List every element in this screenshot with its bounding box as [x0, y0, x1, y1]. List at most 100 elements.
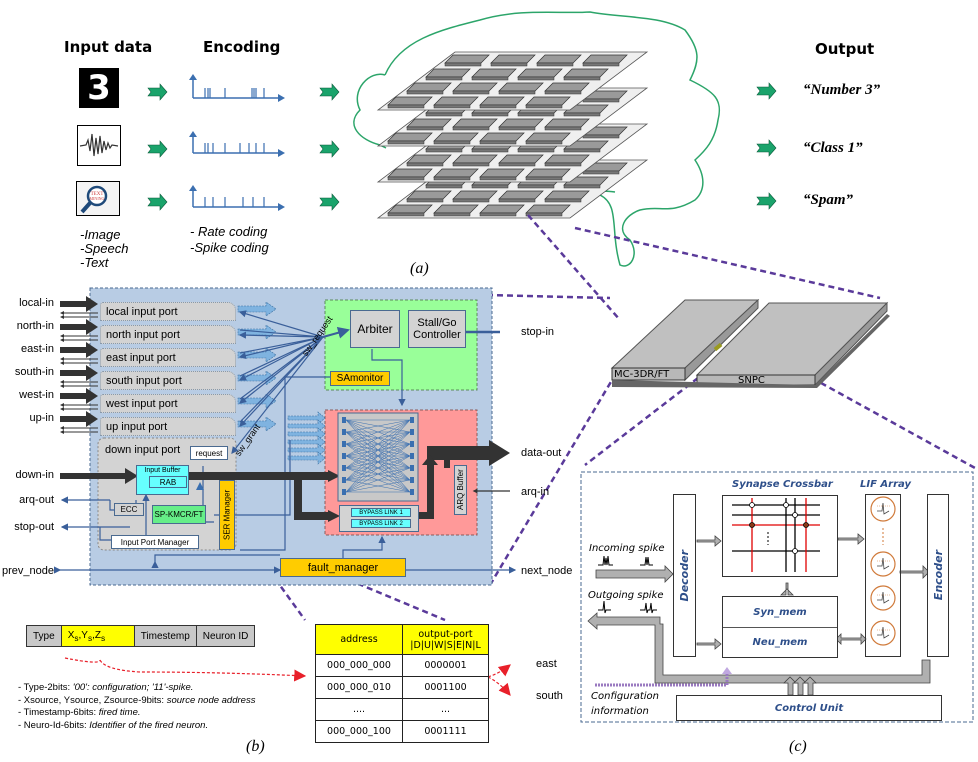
arrow-input-3	[147, 193, 168, 211]
router-node-edge	[582, 134, 620, 139]
crossbar-output-pin	[410, 489, 414, 495]
membrane-trace	[877, 557, 890, 570]
output-spam: “Spam”	[803, 192, 854, 208]
router-node-edge	[433, 176, 471, 181]
label-local-in: local-in	[19, 297, 54, 309]
arrow-input-1	[147, 83, 168, 101]
arrow-output-2	[756, 139, 777, 157]
crossbar-output-pin	[410, 453, 414, 459]
crossbar-wire	[345, 419, 411, 433]
crossbar-wire	[345, 419, 411, 481]
label-next-node: next_node	[521, 565, 573, 577]
caption-b: (b)	[246, 738, 265, 755]
header-output: Output	[815, 40, 875, 58]
router-node-edge	[479, 104, 517, 109]
lif-neurons	[870, 496, 896, 646]
router-node	[433, 132, 479, 142]
router-node	[544, 82, 590, 92]
crossbar-input-pin	[342, 477, 346, 483]
router-node-edge	[498, 162, 536, 167]
chip-label-router: MC-3DR/FT	[614, 369, 670, 380]
routing-table: address output-port|D|U|W|S|E|N|L 000_00…	[315, 624, 489, 743]
router-node-edge	[563, 76, 601, 81]
sp-kmcr-ft-block: SP-KMCR/FT	[152, 505, 206, 524]
input-port-manager-block: Input Port Manager	[111, 535, 199, 549]
encoding-type-rate: - Rate coding	[190, 224, 268, 239]
router-node	[479, 204, 525, 214]
label-up-in: up-in	[29, 412, 54, 424]
crossbar-input-pin	[342, 417, 346, 423]
router-node-edge	[498, 198, 536, 203]
membrane-trace	[877, 626, 890, 639]
layer-plane	[376, 51, 649, 111]
router-node-edge	[517, 148, 555, 153]
synapse-node	[749, 522, 755, 528]
router-node	[387, 96, 433, 106]
router-node-edge	[582, 170, 620, 175]
lif-array-box	[865, 494, 901, 657]
lif-neuron	[870, 585, 896, 611]
router-node	[471, 68, 517, 78]
input-type-image: -Image	[80, 227, 121, 242]
port-output-arrows	[237, 301, 326, 465]
synapse-node	[803, 522, 809, 528]
router-node	[444, 54, 490, 64]
destination-south: south	[536, 690, 563, 702]
label-west-in: west-in	[19, 389, 54, 401]
caption-a: (a)	[410, 260, 429, 277]
crossbar-input-pin	[342, 453, 346, 459]
arbiter-block: Arbiter	[350, 310, 400, 348]
router-node-edge	[387, 140, 425, 145]
configuration-info-label: Configuration information	[591, 691, 659, 717]
input-buffer-block: Input Buffer RAB	[136, 465, 189, 495]
sa-monitor-block: SAmonitor	[330, 371, 390, 386]
router-node	[479, 168, 525, 178]
note-timestamp: - Timestamp-6bits: fired time.	[18, 707, 141, 718]
lif-neuron	[870, 551, 896, 577]
output-class-1: “Class 1”	[803, 140, 863, 156]
crossbar-input-pin	[342, 429, 346, 435]
router-node-edge	[433, 104, 471, 109]
label-down-in: down-in	[15, 469, 54, 481]
label-prev-node: prev_node	[2, 565, 54, 577]
header-input-data: Input data	[64, 38, 153, 56]
speech-waveform-icon	[77, 125, 121, 166]
router-node-edge	[444, 62, 482, 67]
routing-lookup-arrows	[64, 657, 511, 696]
input-type-speech: -Speech	[80, 241, 129, 256]
router-node	[433, 168, 479, 178]
router-node-edge	[471, 148, 509, 153]
router-node-edge	[452, 90, 490, 95]
crossbar-wire	[345, 419, 411, 469]
router-node	[406, 154, 452, 164]
mesh-layer	[376, 51, 649, 111]
router-node-edge	[452, 126, 490, 131]
bypass-link-2: BYPASS LINK 2	[351, 519, 411, 528]
note-type: - Type-2bits: '00': configuration; '11'-…	[18, 682, 194, 693]
router-node	[406, 190, 452, 200]
crossbar-output-pin	[410, 441, 414, 447]
router-node-edge	[406, 198, 444, 203]
router-node-edge	[479, 140, 517, 145]
router-node-edge	[517, 76, 555, 81]
router-node-edge	[452, 198, 490, 203]
router-node	[452, 190, 498, 200]
synapse-node	[749, 502, 755, 508]
membrane-trace	[877, 591, 890, 604]
router-node	[433, 204, 479, 214]
label-south-in: south-in	[14, 366, 54, 378]
router-node	[452, 118, 498, 128]
router-node-edge	[471, 184, 509, 189]
input-type-text: -Text	[80, 255, 109, 270]
router-node-edge	[517, 184, 555, 189]
incoming-spike-label: Incoming spike	[589, 543, 665, 554]
label-east-in: east-in	[20, 343, 54, 355]
router-node-edge	[471, 76, 509, 81]
north-input-port: north input port	[100, 325, 236, 344]
encoder-block: Encoder	[927, 494, 949, 657]
router-node-edge	[517, 112, 555, 117]
router-node	[498, 118, 544, 128]
output-number-3: “Number 3”	[803, 82, 881, 98]
